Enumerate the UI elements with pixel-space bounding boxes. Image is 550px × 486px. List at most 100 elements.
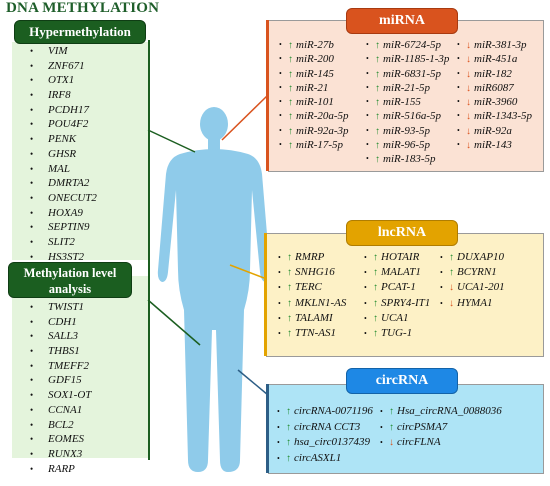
gene-item: SEPTIN9: [12, 220, 148, 235]
gene-item: PENK: [12, 132, 148, 147]
up-arrow-icon: ↑: [288, 97, 293, 109]
rna-name: TUG-1: [381, 326, 413, 339]
rna-item: • ↑miR-183-5p: [366, 152, 449, 166]
up-arrow-icon: ↑: [288, 140, 293, 152]
rna-name: miR-1343-5p: [474, 110, 533, 123]
rna-name: miR-93-5p: [383, 124, 431, 137]
rna-item: •↓miR-1343-5p: [457, 109, 532, 123]
bullet-icon: •: [457, 111, 460, 121]
rna-name: miR-143: [474, 139, 512, 152]
up-arrow-icon: ↑: [288, 125, 293, 137]
rna-item: • ↑MKLN1-AS: [278, 296, 346, 311]
bullet-icon: •: [364, 313, 367, 323]
lncrna-column-3: •↑DUXAP10•↑BCYRN1•↓UCA1-201•↓HYMA1: [440, 250, 505, 311]
bullet-icon: •: [277, 422, 280, 432]
up-arrow-icon: ↑: [287, 297, 292, 309]
rna-name: PCAT-1: [381, 281, 416, 294]
methylation-level-label-line1: Methylation level: [23, 266, 117, 280]
gene-item: HS3ST2: [12, 250, 148, 265]
mirna-left-bar: [266, 20, 269, 171]
down-arrow-icon: ↓: [449, 297, 454, 309]
lncrna-panel: [266, 233, 544, 357]
gene-item: SOX1-OT: [12, 388, 148, 403]
rna-item: • ↑miR-92a-3p: [279, 124, 349, 138]
rna-name: circPSMA7: [397, 420, 448, 433]
rna-name: SPRY4-IT1: [381, 296, 431, 309]
rna-item: •↑miR-17-5p: [279, 138, 349, 152]
rna-item: • ↓miR-182: [457, 67, 532, 81]
up-arrow-icon: ↑: [373, 327, 378, 339]
bullet-icon: •: [279, 68, 282, 78]
up-arrow-icon: ↑: [287, 282, 292, 294]
rna-name: HYMA1: [457, 296, 493, 309]
rna-name: MKLN1-AS: [295, 296, 347, 309]
up-arrow-icon: ↑: [449, 267, 454, 279]
bullet-icon: •: [277, 438, 280, 447]
up-arrow-icon: ↑: [375, 68, 380, 80]
bullet-icon: •: [440, 298, 443, 308]
rna-item: •↑miR-101: [279, 95, 349, 109]
rna-item: •↑TUG-1: [364, 326, 430, 341]
up-arrow-icon: ↑: [389, 406, 394, 417]
down-arrow-icon: ↓: [466, 40, 471, 51]
rna-name: miR-182: [474, 67, 512, 80]
rna-item: •↑DUXAP10: [440, 250, 505, 265]
gene-item: SALL3: [12, 329, 148, 344]
mirna-column-1: •↑miR-27b•↑miR-200•↑miR-145•↑miR-21•↑miR…: [279, 38, 349, 152]
connector-circrna: [237, 369, 269, 396]
up-arrow-icon: ↑: [373, 267, 378, 279]
gene-item: TMEFF2: [12, 359, 148, 374]
rna-item: • ↑miR-6724-5p: [366, 38, 449, 52]
rna-name: miR6087: [474, 81, 514, 94]
bullet-icon: •: [279, 82, 282, 92]
bullet-icon: •: [457, 82, 460, 92]
rna-name: miR-381-3p: [474, 39, 527, 51]
up-arrow-icon: ↑: [286, 452, 291, 464]
rna-name: BCYRN1: [457, 266, 497, 279]
bullet-icon: •: [457, 68, 460, 78]
bullet-icon: •: [366, 40, 369, 49]
connector-hyper: [147, 129, 196, 153]
left-divider-line: [148, 40, 150, 460]
rna-name: circRNA CCT3: [294, 420, 361, 433]
bullet-icon: •: [380, 407, 383, 416]
bullet-icon: •: [364, 298, 367, 308]
bullet-icon: •: [366, 125, 369, 135]
bullet-icon: •: [278, 298, 281, 308]
rna-name: miR-1185-1-3p: [383, 53, 450, 66]
rna-item: •↑miR-6831-5p: [366, 67, 449, 81]
circrna-header: circRNA: [346, 368, 458, 394]
rna-item: •↑HOTAIR: [364, 250, 430, 265]
rna-name: UCA1: [381, 311, 409, 324]
bullet-icon: •: [380, 422, 383, 432]
rna-item: •↑SPRY4-IT1: [364, 296, 430, 311]
rna-item: •↑Hsa_circRNA_0088036: [380, 404, 502, 420]
gene-item: BCL2: [12, 418, 148, 433]
up-arrow-icon: ↑: [373, 252, 378, 263]
gene-item: RUNX3: [12, 447, 148, 462]
gene-item: OTX1: [12, 73, 148, 88]
bullet-icon: •: [366, 154, 369, 164]
bullet-icon: •: [279, 125, 282, 135]
gene-item: ONECUT2: [12, 191, 148, 206]
rna-name: miR-92a-3p: [296, 124, 349, 137]
rna-name: miR-200: [296, 53, 334, 66]
rna-name: miR-6724-5p: [383, 39, 442, 51]
rna-item: •↑UCA1: [364, 311, 430, 326]
circrna-column-1: •↑circRNA-0071196•↑circRNA CCT3•↑hsa_cir…: [277, 404, 373, 466]
up-arrow-icon: ↑: [375, 154, 380, 166]
gene-item: PCDH17: [12, 103, 148, 118]
hypermethylation-label: Hypermethylation: [29, 24, 131, 39]
rna-item: •↓miR-381-3p: [457, 38, 532, 52]
rna-name: RMRP: [295, 251, 325, 263]
methylation-level-header: Methylation level analysis: [8, 262, 132, 298]
down-arrow-icon: ↓: [466, 54, 471, 66]
rna-name: miR-92a: [474, 124, 512, 137]
gene-item: ZNF671: [12, 59, 148, 74]
rna-name: DUXAP10: [457, 251, 505, 263]
rna-name: miR-183-5p: [383, 153, 436, 166]
down-arrow-icon: ↓: [466, 68, 471, 80]
rna-name: MALAT1: [381, 266, 421, 279]
lncrna-column-2: •↑HOTAIR•↑MALAT1•↑PCAT-1•↑SPRY4-IT1•↑UCA…: [364, 250, 430, 341]
up-arrow-icon: ↑: [375, 40, 380, 51]
